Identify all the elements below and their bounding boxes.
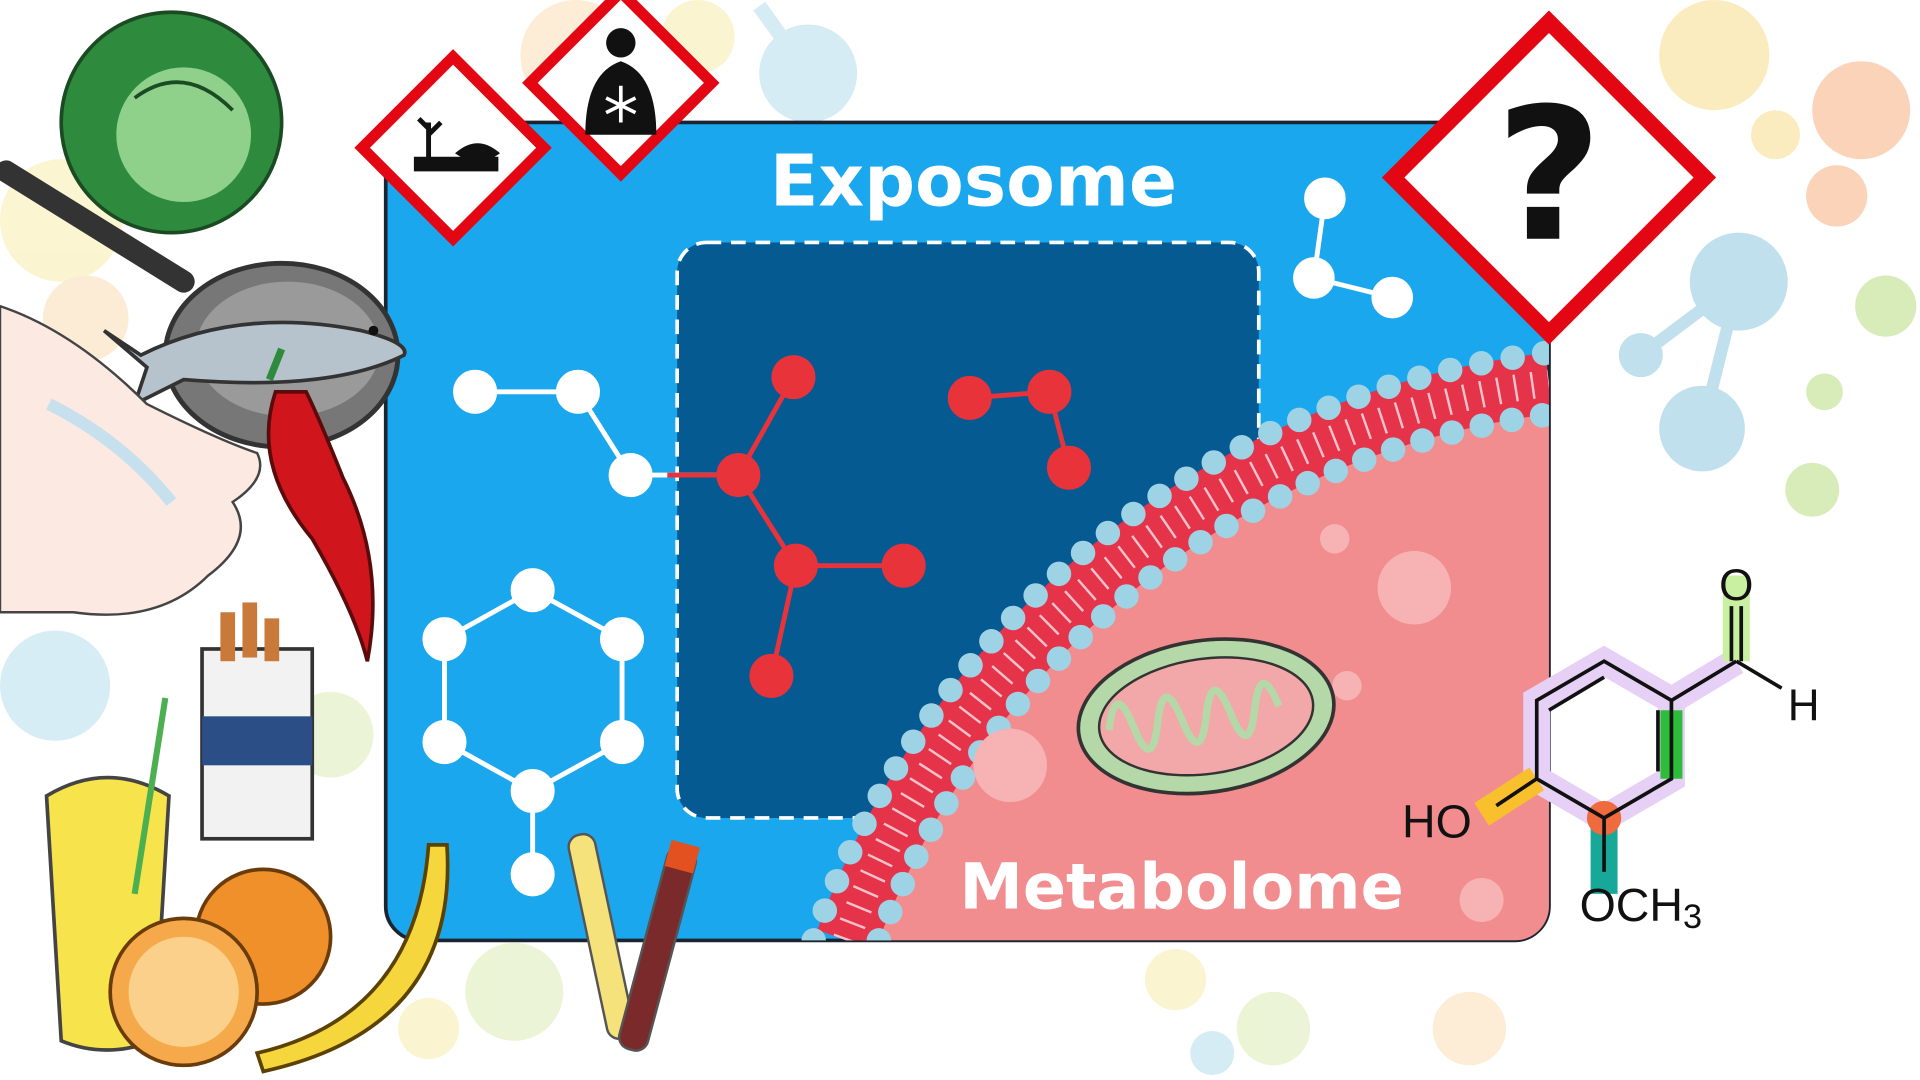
membrane-inner-beads bbox=[866, 402, 1549, 941]
mitochondrion bbox=[1076, 637, 1336, 796]
environment-hazard-icon bbox=[354, 49, 552, 247]
cigarette-pack-icon bbox=[200, 602, 315, 841]
exposome-box: Exposome Metabolome bbox=[383, 120, 1551, 943]
unknown-hazard-icon: ? bbox=[1381, 10, 1717, 345]
exposome-title: Exposome bbox=[770, 140, 1177, 223]
red-molecules bbox=[667, 355, 1092, 698]
chili-pepper-icon bbox=[265, 347, 375, 662]
methoxy-subscript: 3 bbox=[1683, 898, 1702, 936]
health-hazard-icon bbox=[522, 0, 720, 182]
test-tubes-icon bbox=[567, 832, 700, 1052]
cell-membrane bbox=[817, 352, 1549, 941]
hands-washing-icon bbox=[0, 304, 262, 616]
aldehyde-oxygen: O bbox=[1719, 561, 1753, 610]
exposure-sources bbox=[0, 10, 700, 1074]
oranges-icon bbox=[108, 867, 333, 1068]
cabbage-icon bbox=[59, 10, 284, 235]
vanillin-structure: O H HO OCH3 bbox=[1402, 561, 1820, 936]
banana-icon bbox=[254, 843, 450, 1074]
white-molecules bbox=[422, 177, 1414, 897]
methoxy-group: OCH3 bbox=[1580, 879, 1702, 936]
methoxy-label: OCH bbox=[1580, 879, 1683, 931]
hydroxyl-group: HO bbox=[1402, 796, 1472, 848]
membrane-outer-beads bbox=[801, 340, 1549, 941]
question-mark: ? bbox=[1496, 70, 1603, 283]
aldehyde-hydrogen: H bbox=[1788, 681, 1820, 730]
fish-icon bbox=[102, 320, 407, 408]
metabolome-title: Metabolome bbox=[959, 851, 1403, 925]
